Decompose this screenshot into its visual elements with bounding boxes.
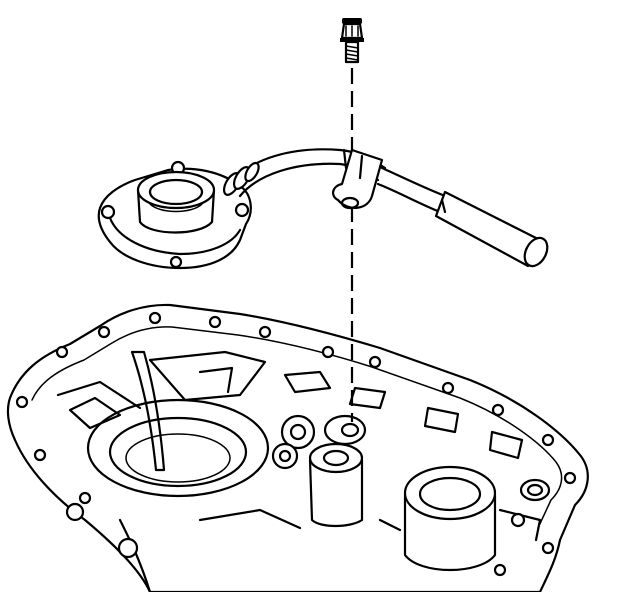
main-bearing-bore (86, 398, 270, 498)
case-right-boss (403, 465, 497, 571)
clutch-release-bearing (97, 160, 252, 270)
line-mounting-bracket (332, 148, 384, 209)
case-bosses (271, 414, 367, 528)
flange-bolt-holes (15, 311, 577, 577)
hydraulic-line (222, 148, 549, 268)
case-gasket-surface (31, 326, 563, 529)
line-protective-sleeve (434, 190, 542, 268)
bolt-icon (340, 18, 364, 64)
case-seal (519, 478, 551, 502)
transmission-case (6, 303, 589, 592)
